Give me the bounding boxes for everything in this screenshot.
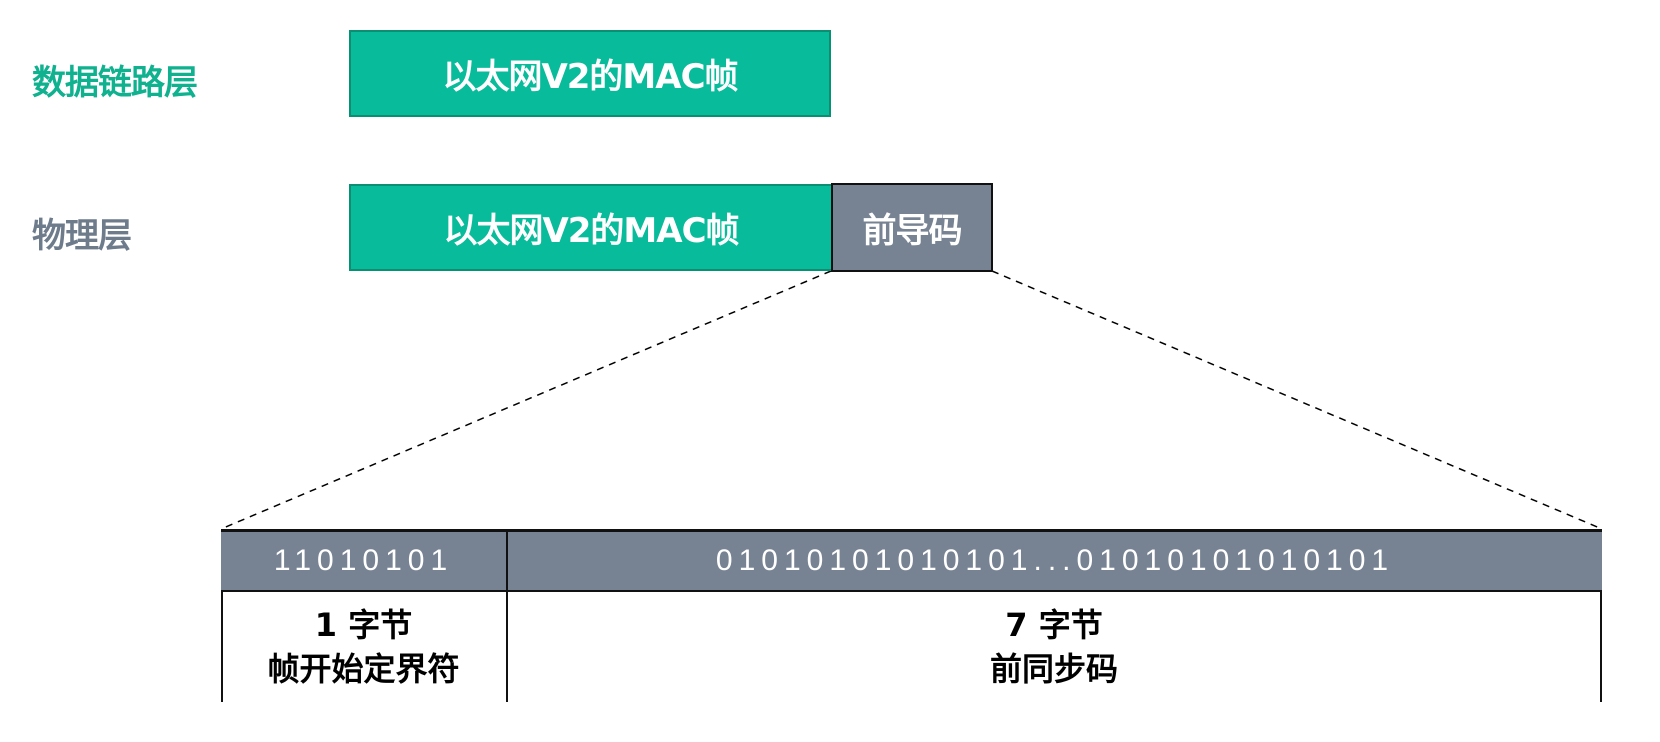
divider [1600,592,1602,702]
sfd-bits: 11010101 [221,529,506,592]
sync-bits: 01010101010101...01010101010101 [506,529,1602,592]
data-link-layer-label: 数据链路层 [32,63,198,103]
sfd-name: 帧开始定界符 [267,650,460,688]
sfd-size: 1 字节 [314,606,413,644]
physical-mac-frame-box: 以太网V2的MAC帧 [349,184,833,271]
sync-description: 7 字节 前同步码 [506,592,1602,702]
data-link-mac-frame-box: 以太网V2的MAC帧 [349,30,831,117]
sync-name: 前同步码 [989,650,1118,688]
physical-layer-label: 物理层 [32,216,132,256]
divider [506,592,508,702]
preamble-box: 前导码 [831,183,993,272]
sync-size: 7 字节 [1005,606,1103,644]
preamble-detail-table: 11010101 01010101010101...01010101010101… [221,529,1602,702]
sfd-description: 1 字节 帧开始定界符 [221,592,506,702]
dashed-line-left [220,270,832,530]
dashed-line-right [991,270,1603,530]
divider [221,592,223,702]
